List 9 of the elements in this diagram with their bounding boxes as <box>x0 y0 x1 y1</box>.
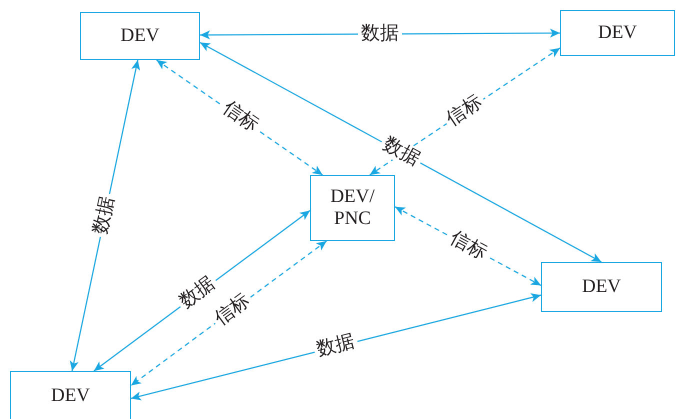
arrow <box>200 28 560 40</box>
device-box: DEV <box>80 12 200 60</box>
edge-label: 数据 <box>358 23 402 45</box>
arrow <box>200 42 602 263</box>
device-box: DEV/ PNC <box>310 175 395 241</box>
device-box: DEV <box>560 10 675 56</box>
arrow <box>130 293 542 400</box>
device-box: DEV <box>541 262 662 312</box>
device-box: DEV <box>10 371 131 419</box>
